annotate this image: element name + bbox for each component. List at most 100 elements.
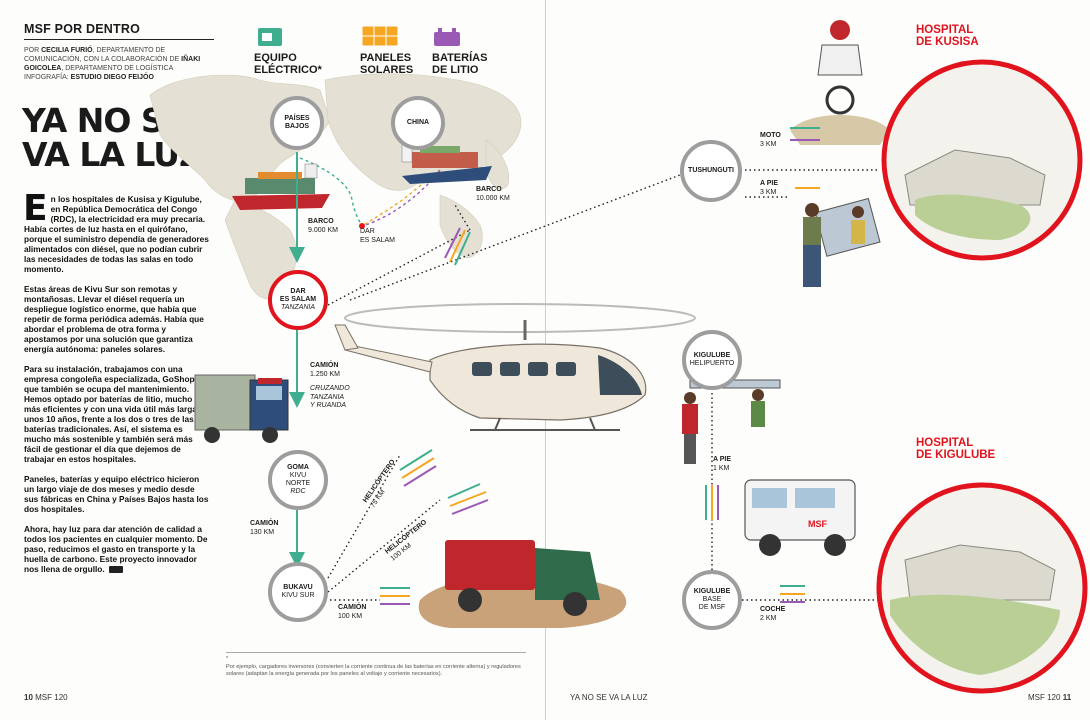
node-kigulube-base-sub2: DE MSF [698,604,726,611]
node-paises-bajos: PAÍSES BAJOS [270,96,324,150]
leg-barco-cn: BARCO 10.000 KM [476,186,510,203]
node-kigulube-heli-name: KIGULUBE [693,352,731,359]
people-carrying-panel-illustration [803,197,881,287]
legend-electrical: EQUIPO ELÉCTRICO* [254,52,322,76]
map-label-dar-line1: DAR [360,228,375,235]
leg-camion-dar-km: 1.250 KM [310,370,340,378]
hospital-kigulube-line2: DE KIGULUBE [916,449,996,461]
leg-a-pie-kusisa-km: 3 KM [760,188,777,196]
node-dar-line1: DAR [290,288,306,295]
section-tag: MSF POR DENTRO [24,22,214,40]
hospital-kusisa-illustration [881,59,1083,261]
hospital-kigulube-title: HOSPITAL DE KIGULUBE [916,437,995,461]
paragraph-5: Ahora, hay luz para dar atención de cali… [24,524,210,574]
legend-battery-line2: DE LITIO [432,64,479,76]
leg-a-pie-kigulube: A PIE 1 KM [713,456,731,473]
solar-panel-icon [361,25,399,47]
credits-infographic-prefix: INFOGRAFÍA: [24,74,71,81]
footnote-mark: * [226,656,229,662]
leg-moto-km: 3 KM [760,140,777,148]
arrow-bundle-dar [444,227,471,266]
node-bukavu: BUKAVU KIVU SUR [268,562,328,622]
credits-collaborator: IÑAKI GOICOLEA [24,56,201,72]
hospital-kusisa-line1: HOSPITAL [916,24,974,36]
node-goma-region-line2: NORTE [285,480,311,487]
hospital-kigulube-line1: HOSPITAL [916,437,974,449]
rotor-blur [344,303,696,333]
node-dar-line2: ES SALAM [279,296,317,303]
hospital-kusisa-line2: DE KUSISA [916,36,979,48]
running-title: YA NO SE VA LA LUZ [570,693,648,702]
magazine-issue-left: MSF 120 [35,693,68,702]
paragraph-2: Estas áreas de Kivu Sur son remotas y mo… [24,284,204,354]
svg-text:MSF: MSF [808,519,828,529]
leg-a-pie-kigulube-km: 1 KM [713,464,730,472]
leg-camion-dar-note3: Y RUANDA [310,402,347,409]
node-goma: GOMA KIVU NORTE RDC [268,450,328,510]
leg-camion-goma-km: 130 KM [250,528,275,536]
msf-vehicle-illustration: MSF [744,479,856,556]
leg-barco-cn-km: 10.000 KM [476,194,510,202]
paragraph-4: Paneles, baterías y equipo eléctrico hic… [24,474,209,514]
page-number-left: 10 [24,693,33,702]
node-tushunguti-name: TUSHUNGUTI [688,167,734,174]
node-tushunguti: TUSHUNGUTI [680,140,742,202]
legend-solar-line2: SOLARES [360,64,414,76]
node-china-name: CHINA [406,119,430,126]
map-label-dar: DAR ES SALAM [360,228,395,245]
leg-a-pie-kigulube-mode: A PIE [713,456,732,463]
folio-left: 10 MSF 120 [24,693,68,702]
node-china: CHINA [391,96,445,150]
leg-camion-dar-note2: TANZANIA [310,393,345,401]
hospital-kigulube-illustration [876,482,1088,694]
leg-coche-km: 2 KM [760,614,777,622]
node-kigulube-base-sub1: BASE [702,596,722,603]
node-kigulube-heli-sub: HELIPUERTO [689,360,735,367]
paragraph-3: Para su instalación, trabajamos con una … [24,364,200,464]
leg-barco-nl: BARCO 9.000 KM [308,218,338,235]
legend-battery: BATERÍAS DE LITIO [432,52,487,76]
motorbike-rider-illustration [790,20,890,145]
credits-author-role: , DEPARTAMENTO DE COMUNICACIÓN, CON LA C… [24,47,180,63]
container-ship-china [401,143,492,184]
leg-coche: COCHE 2 KM [760,606,785,623]
paragraph-1-text: n los hospitales de Kusisa y Kigulube, e… [24,194,209,274]
legend-solar: PANELES SOLARES [360,52,413,76]
world-map [149,73,522,300]
leg-moto: MOTO 3 KM [760,132,781,149]
arrow-bundle-coche [780,585,805,603]
leg-a-pie-kusisa: A PIE 3 KM [760,180,778,197]
legend-battery-line1: BATERÍAS [432,52,488,64]
leg-barco-nl-mode: BARCO [308,218,334,225]
leg-barco-cn-mode: BARCO [476,186,502,193]
node-paises-bajos-line1: PAÍSES [284,115,310,122]
leg-barco-nl-km: 9.000 KM [308,226,338,234]
leg-camion-bukavu-mode: CAMIÓN [338,604,367,611]
leg-a-pie-kusisa-mode: A PIE [760,180,779,187]
credits: POR CECILIA FURIÓ, DEPARTAMENTO DE COMUN… [24,46,224,82]
leg-camion-bukavu-km: 100 KM [338,612,363,620]
leg-camion-dar: CAMIÓN 1.250 KM CRUZANDO TANZANIA Y RUAN… [310,362,350,411]
electrical-equipment-icon [258,28,282,46]
leg-camion-bukavu: CAMIÓN 100 KM [338,604,366,621]
lorry-illustration [194,374,289,443]
magazine-issue-right: MSF 120 [1028,693,1061,702]
leg-camion-goma-mode: CAMIÓN [250,520,279,527]
footnote: * Por ejemplo, cargadores inversores (co… [226,652,526,679]
node-goma-country: RDC [290,488,306,495]
node-paises-bajos-line2: BAJOS [284,123,310,130]
lithium-battery-icon [434,28,460,46]
arrow-bundle-heli-100 [447,483,489,515]
map-label-dar-line2: ES SALAM [360,236,396,244]
page-number-right: 11 [1062,693,1072,702]
leg-coche-mode: COCHE [760,606,786,613]
arrow-bundle-moto [790,127,820,141]
credits-collaborator-role: , DEPARTAMENTO DE LOGÍSTICA [61,65,174,72]
helicopter-illustration [334,303,696,431]
heliport-porters-illustration [682,379,781,464]
node-kigulube-base-name: KIGULUBE [693,588,731,595]
arrow-bundle-heli-75 [399,449,437,487]
node-kigulube-base: KIGULUBE BASE DE MSF [682,570,742,630]
